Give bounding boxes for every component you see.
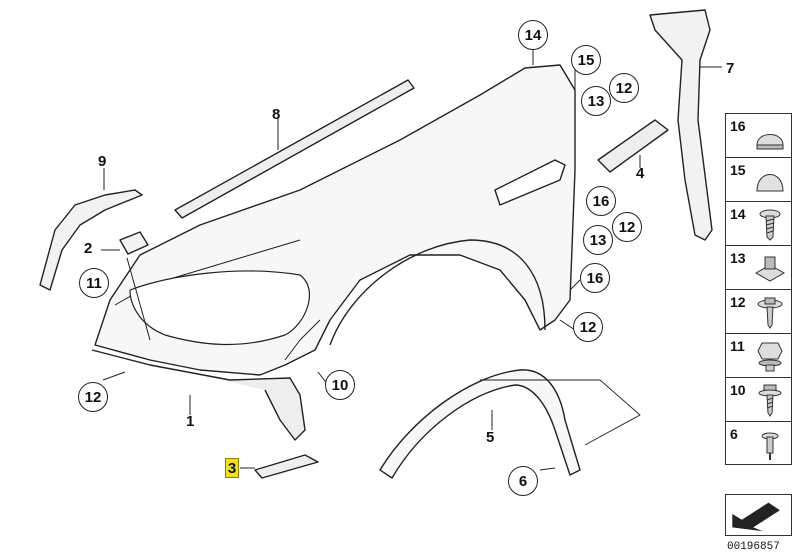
callout-6[interactable]: 6 <box>508 466 538 496</box>
label-1[interactable]: 1 <box>186 413 195 430</box>
dome-cap-icon <box>756 134 784 150</box>
label-9[interactable]: 9 <box>98 153 107 170</box>
bracket-part-9 <box>39 189 143 291</box>
arrow-down-left-icon <box>732 502 780 532</box>
callout-16-lower[interactable]: 16 <box>580 263 610 293</box>
legend-number: 16 <box>730 118 746 134</box>
legend-item-6[interactable]: 6 <box>725 421 792 465</box>
legend-number: 6 <box>730 426 738 442</box>
legend-number: 13 <box>730 250 746 266</box>
fender-lower-edge <box>91 349 306 441</box>
wheel-arch-inner <box>329 239 546 346</box>
legend-item-12[interactable]: 12 <box>725 289 792 333</box>
legend-number: 11 <box>730 338 745 354</box>
callout-13-middle[interactable]: 13 <box>583 225 613 255</box>
callout-10[interactable]: 10 <box>325 370 355 400</box>
callout-12-left[interactable]: 12 <box>78 382 108 412</box>
round-cap-icon <box>756 174 784 192</box>
legend-item-16[interactable]: 16 <box>725 113 792 157</box>
callout-12-middle[interactable]: 12 <box>612 212 642 242</box>
seal-strip-part <box>174 79 415 219</box>
fastener-legend: 16 15 14 13 12 11 10 6 <box>725 113 792 465</box>
side-vent <box>494 159 566 206</box>
legend-number: 14 <box>730 206 746 222</box>
callout-13-upper[interactable]: 13 <box>581 86 611 116</box>
callout-12-lower[interactable]: 12 <box>573 312 603 342</box>
clip-nut-icon <box>754 256 786 282</box>
label-5[interactable]: 5 <box>486 429 495 446</box>
label-7[interactable]: 7 <box>726 60 735 77</box>
legend-number: 10 <box>730 382 746 398</box>
cover-part-2 <box>119 231 149 255</box>
hex-nut-icon <box>757 342 783 372</box>
gill-part-4 <box>597 119 669 173</box>
legend-item-13[interactable]: 13 <box>725 245 792 289</box>
callout-11[interactable]: 11 <box>79 268 109 298</box>
callout-16-upper[interactable]: 16 <box>586 186 616 216</box>
callout-14-top[interactable]: 14 <box>518 20 548 50</box>
legend-item-14[interactable]: 14 <box>725 201 792 245</box>
legend-item-15[interactable]: 15 <box>725 157 792 201</box>
label-4[interactable]: 4 <box>636 165 645 182</box>
rivet-icon <box>761 432 779 460</box>
flange-screw-icon <box>758 384 782 417</box>
trim-part-3 <box>254 454 319 479</box>
legend-item-11[interactable]: 11 <box>725 333 792 377</box>
legend-item-10[interactable]: 10 <box>725 377 792 421</box>
document-id: 00196857 <box>727 541 780 553</box>
legend-number: 15 <box>730 162 746 178</box>
legend-number: 12 <box>730 294 746 310</box>
headlight-opening <box>129 270 310 346</box>
torx-screw-icon <box>759 209 781 241</box>
label-2[interactable]: 2 <box>84 240 93 257</box>
seal-part-7 <box>649 9 713 241</box>
collar-screw-icon <box>757 297 783 329</box>
label-8[interactable]: 8 <box>272 106 281 123</box>
callout-15-top[interactable]: 15 <box>571 45 601 75</box>
arrow-down-left-icon-box <box>725 494 792 536</box>
highlighted-label-3[interactable]: 3 <box>225 458 239 478</box>
callout-12-upper[interactable]: 12 <box>609 73 639 103</box>
arch-trim-part-5 <box>379 369 581 479</box>
